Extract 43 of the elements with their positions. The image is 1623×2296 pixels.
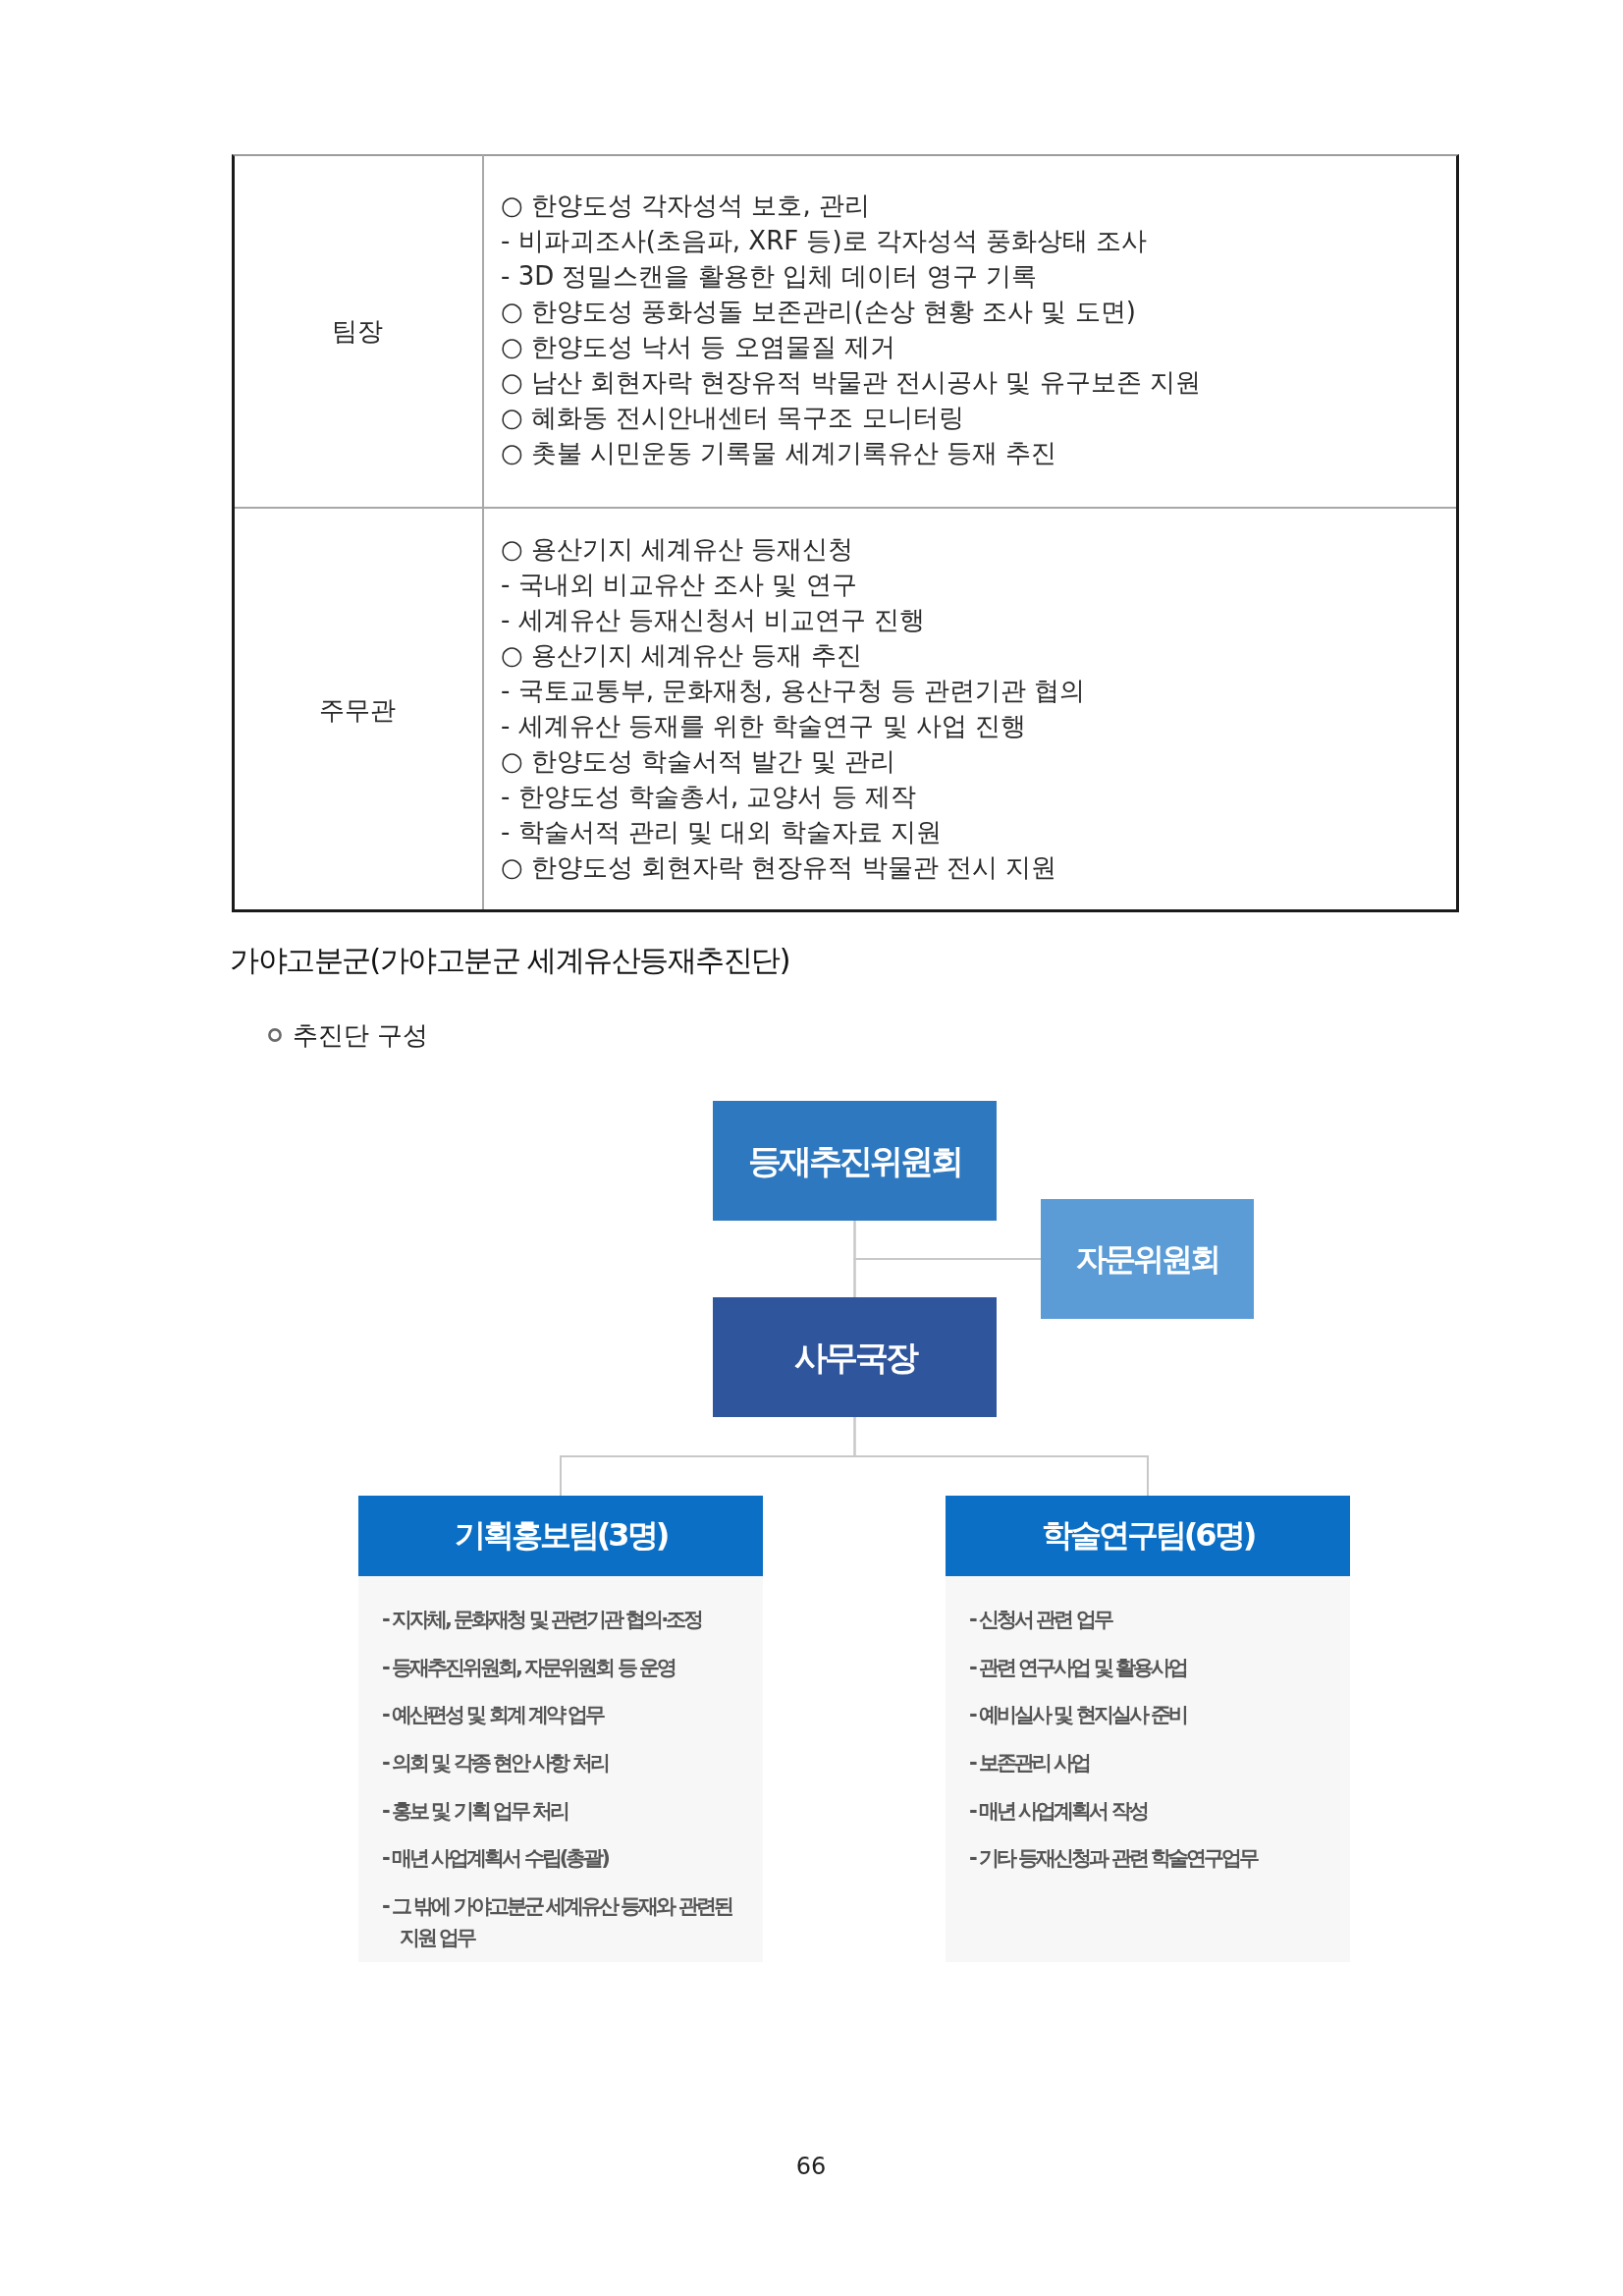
connector-line <box>853 1258 1042 1298</box>
task-item: - 매년 사업계획서 수립(총괄) <box>382 1845 608 1873</box>
duty-item: ○ 한양도성 회현자락 현장유적 박물관 전시 지원 <box>501 851 1057 884</box>
team-header-band: 학술연구팀(6명) <box>946 1496 1350 1576</box>
duty-item: ○ 남산 회현자락 현장유적 박물관 전시공사 및 유구보존 지원 <box>501 366 1201 399</box>
task-item: - 예비실사 및 현지실사 준비 <box>969 1702 1186 1729</box>
task-item: - 지자체, 문화재청 및 관련기관 협의·조정 <box>382 1607 702 1633</box>
page-number: 66 <box>795 2152 827 2181</box>
task-item: - 기타 등재신청과 관련 학술연구업무 <box>969 1845 1257 1873</box>
task-item: - 보존관리 사업 <box>969 1750 1090 1777</box>
connector-line <box>853 1416 1149 1497</box>
duty-item: - 세계유산 등재신청서 비교연구 진행 <box>501 604 926 636</box>
team-header-band: 기획홍보팀(3명) <box>358 1496 763 1576</box>
task-item: - 매년 사업계획서 작성 <box>969 1797 1147 1825</box>
duty-item: - 한양도성 학술총서, 교양서 등 제작 <box>501 781 916 813</box>
duty-item: ○ 혜화동 전시안내센터 목구조 모니터링 <box>501 402 964 434</box>
section-heading: 가야고분군(가야고분군 세계유산등재추진단) <box>230 942 789 979</box>
duty-item: - 국토교통부, 문화재청, 용산구청 등 관련기관 협의 <box>501 675 1086 707</box>
subsection-heading: 추진단 구성 <box>293 1019 429 1052</box>
task-item: - 그 밖에 가야고분군 세계유산 등재와 관련된 지원 업무 <box>382 1893 733 1952</box>
role-label: 팀장 <box>332 315 383 348</box>
task-item: - 관련 연구사업 및 활용사업 <box>969 1654 1186 1681</box>
duty-item: ○ 용산기지 세계유산 등재 추진 <box>501 639 862 672</box>
task-item: - 등재추진위원회, 자문위원회 등 운영 <box>382 1654 675 1681</box>
org-unit-box: 자문위원회 <box>1041 1199 1254 1319</box>
duty-item: - 세계유산 등재를 위한 학술연구 및 사업 진행 <box>501 710 1027 742</box>
duty-item: ○ 한양도성 각자성석 보호, 관리 <box>501 190 870 222</box>
duty-item: - 국내외 비교유산 조사 및 연구 <box>501 569 857 601</box>
task-item: - 예산편성 및 회계 계약 업무 <box>382 1702 604 1729</box>
duty-item: ○ 한양도성 낙서 등 오염물질 제거 <box>501 331 895 363</box>
org-unit-box: 사무국장 <box>713 1297 997 1417</box>
task-item: - 의회 및 각종 현안 사항 처리 <box>382 1750 608 1777</box>
duty-item: ○ 한양도성 풍화성돌 보존관리(손상 현황 조사 및 도면) <box>501 296 1136 328</box>
task-item: - 홍보 및 기획 업무 처리 <box>382 1797 568 1825</box>
duty-item: ○ 한양도성 학술서적 발간 및 관리 <box>501 745 895 778</box>
org-unit-box: 등재추진위원회 <box>713 1101 997 1221</box>
duty-item: ○ 촛불 시민운동 기록물 세계기록유산 등재 추진 <box>501 437 1057 469</box>
duty-item: - 3D 정밀스캔을 활용한 입체 데이터 영구 기록 <box>501 260 1037 293</box>
task-item: - 신청서 관련 업무 <box>969 1607 1111 1633</box>
duty-item: ○ 용산기지 세계유산 등재신청 <box>501 533 854 566</box>
role-label: 주무관 <box>319 694 396 727</box>
duty-item: - 비파괴조사(초음파, XRF 등)로 각자성석 풍화상태 조사 <box>501 225 1148 257</box>
duty-item: - 학술서적 관리 및 대외 학술자료 지원 <box>501 816 942 848</box>
